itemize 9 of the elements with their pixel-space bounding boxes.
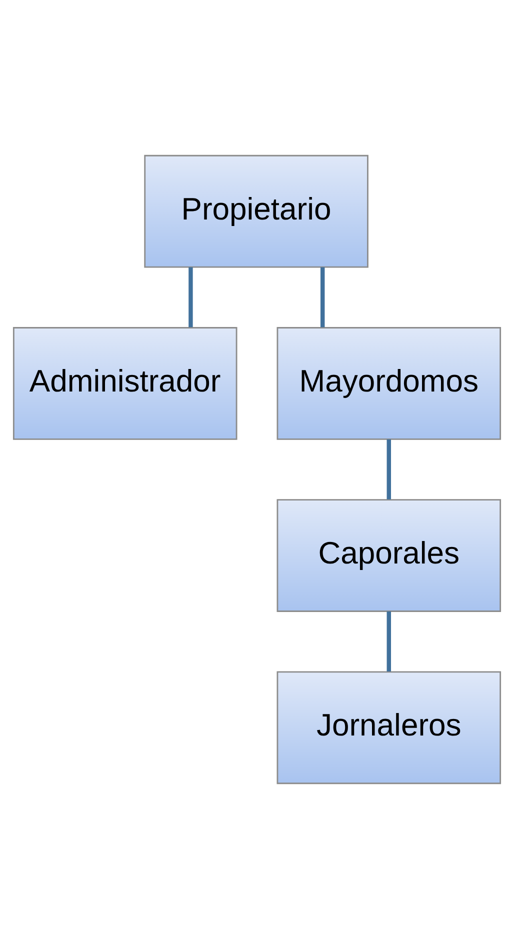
connector xyxy=(320,266,325,327)
node-box: Administrador xyxy=(12,326,238,440)
connector xyxy=(188,266,193,327)
connector xyxy=(386,438,391,499)
node-box: Mayordomos xyxy=(276,326,502,440)
node-box: Propietario xyxy=(144,154,368,268)
node-box: Jornaleros xyxy=(276,670,502,784)
connector xyxy=(386,610,391,671)
node-box: Caporales xyxy=(276,498,502,612)
